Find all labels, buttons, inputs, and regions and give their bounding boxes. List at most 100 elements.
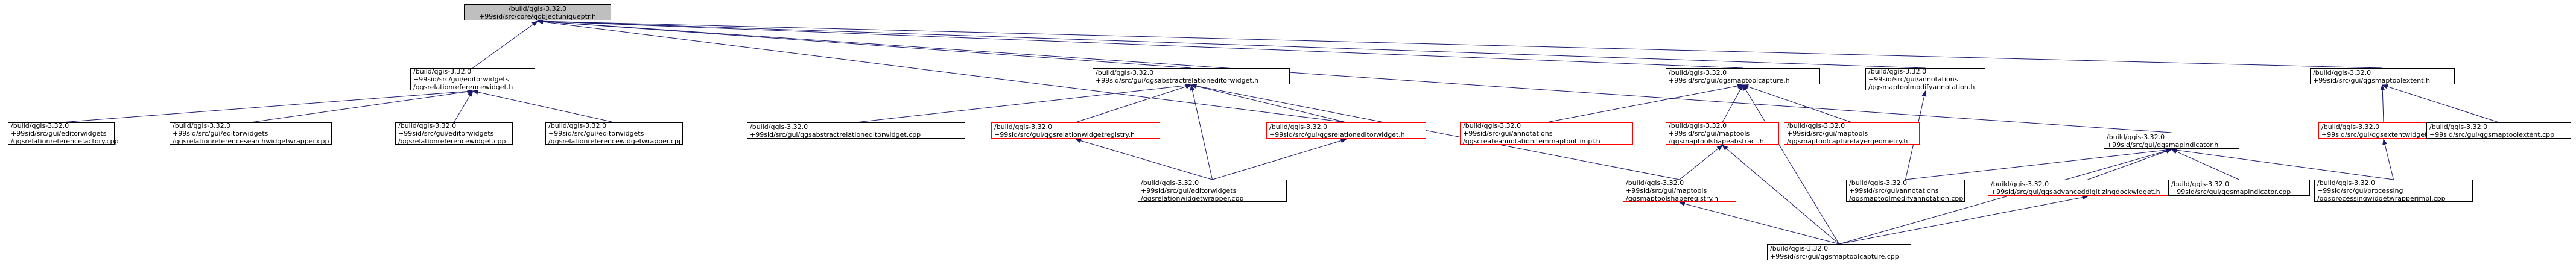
edge-mapind-h-to-root [537,19,2172,133]
graph-node-relwrap[interactable]: /build/qgis-3.32.0+99sid/src/gui/editorw… [1138,179,1287,202]
edge-capturecpp-to-mapind-h [1839,148,2172,245]
node-label-line: /qgsmaptoolshapeabstract.h [1669,137,1764,145]
graph-node-extentcpp[interactable]: /build/qgis-3.32.0+99sid/src/gui/qgsmapt… [2426,122,2571,139]
edge-relreg-to-absrel-h [1075,84,1192,123]
graph-node-advdig[interactable]: /build/qgis-3.32.0+99sid/src/gui/qgsadva… [1988,180,2187,196]
node-label-line: /qgsprocessingwidgetwrapperimpl.cpp [2317,195,2446,202]
graph-node-shapeabs[interactable]: /build/qgis-3.32.0+99sid/src/gui/maptool… [1666,122,1779,145]
edge-annot-h-to-root [537,19,1926,69]
node-label-line: +99sid/src/gui/annotations [1868,75,1958,83]
node-label-line: /build/qgis-3.32.0 [2107,133,2165,141]
edge-maptoolcap-h-to-root [537,19,1743,69]
edge-procwrap-to-extentwidget [2382,139,2394,180]
node-label-line: +99sid/src/gui/qgsextentwidget.h [2321,130,2434,139]
node-label-line: +99sid/src/gui/editorwidgets [1141,187,1237,195]
node-label-line: /build/qgis-3.32.0 [1669,122,1727,130]
node-label-line: /qgsrelationreferencewidget.h [413,83,513,91]
node-label-line: +99sid/src/gui/maptools [1787,130,1868,137]
node-label-line: /build/qgis-3.32.0 [1096,68,1154,77]
edge-capturecpp-to-maptoolcap-h [1742,84,1839,245]
node-label-line: /build/qgis-3.32.0 [11,122,69,130]
node-label-line: +99sid/src/gui/qgsmapindicator.h [2107,140,2219,149]
graph-node-procwrap[interactable]: /build/qgis-3.32.0+99sid/src/gui/process… [2314,179,2473,202]
graph-node-relsearch[interactable]: /build/qgis-3.32.0+99sid/src/gui/editorw… [170,122,332,145]
graph-node-relrefwrap[interactable]: /build/qgis-3.32.0+99sid/src/gui/editorw… [545,122,683,145]
edge-releditor-h-to-root [537,19,1347,123]
graph-node-mapind-h[interactable]: /build/qgis-3.32.0+99sid/src/gui/qgsmapi… [2104,133,2239,149]
graph-node-annot-h[interactable]: /build/qgis-3.32.0+99sid/src/gui/annotat… [1865,67,1985,91]
node-label-line: +99sid/src/gui/qgsadvanceddigitizingdock… [1991,187,2160,196]
graph-node-relreg[interactable]: /build/qgis-3.32.0+99sid/src/gui/qgsrela… [991,122,1160,139]
graph-node-relfactory[interactable]: /build/qgis-3.32.0+99sid/src/gui/editorw… [8,122,119,145]
node-label-line: +99sid/src/gui/editorwidgets [413,75,509,83]
node-label-line: /build/qgis-3.32.0 [2313,68,2371,77]
node-label-line: /build/qgis-3.32.0 [994,122,1053,131]
node-label-line: /build/qgis-3.32.0 [750,122,808,131]
node-label-line: /build/qgis-3.32.0 [413,67,472,75]
edge-relwrap-to-absrel-h [1190,84,1213,180]
node-label-line: +99sid/src/core/qobjectuniqueptr.h [479,12,596,20]
node-label-line: +99sid/src/gui/maptools [1669,130,1750,137]
graph-node-shapereg[interactable]: /build/qgis-3.32.0+99sid/src/gui/maptool… [1623,179,1736,202]
node-label-line: /qgsmaptoolmodifyannotation.cpp [1849,195,1964,202]
node-label-line: +99sid/src/gui/annotations [1463,130,1553,137]
node-label-line: /build/qgis-3.32.0 [1626,179,1684,187]
node-label-line: +99sid/src/gui/qgsrelationwidgetregistry… [994,130,1135,139]
edge-releditor-h-to-absrel-h [1190,84,1347,123]
node-label-line: +99sid/src/gui/qgsrelationeditorwidget.h [1269,130,1405,139]
graph-node-mapindcpp[interactable]: /build/qgis-3.32.0+99sid/src/gui/qgsmapi… [2168,180,2310,196]
graph-node-annotcpp[interactable]: /build/qgis-3.32.0+99sid/src/gui/annotat… [1846,179,1965,202]
node-label-line: /build/qgis-3.32.0 [1141,179,1199,187]
graph-node-absrelcpp[interactable]: /build/qgis-3.32.0+99sid/src/gui/qgsabst… [747,122,965,139]
edge-relfactory-to-relref-h [61,89,474,123]
edge-relwrap-to-relreg [1075,138,1213,180]
node-label-line: /qgscreateannotationitemmaptool_impl.h [1463,137,1600,145]
node-label-line: /build/qgis-3.32.0 [173,122,231,130]
graph-node-createannot[interactable]: /build/qgis-3.32.0+99sid/src/gui/annotat… [1460,122,1633,145]
edge-shapereg-to-absrel-h [1190,83,1680,180]
node-label-line: +99sid/src/gui/qgsabstractrelationeditor… [1096,76,1259,84]
node-label-line: /qgsrelationwidgetwrapper.cpp [1141,195,1244,202]
graph-node-relrefcpp[interactable]: /build/qgis-3.32.0+99sid/src/gui/editorw… [395,122,513,145]
node-label-line: +99sid/src/gui/maptools [1626,187,1707,195]
node-label-line: /qgsrelationreferencesearchwidgetwrapper… [173,137,329,145]
edge-absrel-h-to-root [537,19,1191,69]
graph-node-capturegeom[interactable]: /build/qgis-3.32.0+99sid/src/gui/maptool… [1784,122,1920,145]
edge-shapeabs-to-maptoolcap-h [1722,84,1743,123]
node-label-line: +99sid/src/gui/editorwidgets [11,130,107,137]
graph-node-relref-h[interactable]: /build/qgis-3.32.0+99sid/src/gui/editorw… [410,67,535,91]
graph-node-absrel-h[interactable]: /build/qgis-3.32.0+99sid/src/gui/qgsabst… [1093,68,1290,84]
edge-advdig-to-mapind-h [2087,149,2172,180]
node-label-line: +99sid/src/gui/qgsmaptoolcapture.h [1669,76,1790,84]
node-label-line: /qgsrelationreferencewidget.cpp [398,137,506,145]
graph-node-root[interactable]: /build/qgis-3.32.0+99sid/src/core/qobjec… [464,4,611,20]
node-label-line: /build/qgis-3.32.0 [1669,68,1727,77]
graph-node-maptoolcap-h[interactable]: /build/qgis-3.32.0+99sid/src/gui/qgsmapt… [1666,68,1820,84]
edge-capturecpp-to-shapeabs [1722,145,1839,245]
edge-procwrap-to-mapind-h [2171,148,2394,180]
graph-node-extent-h[interactable]: /build/qgis-3.32.0+99sid/src/gui/qgsmapt… [2310,68,2455,84]
node-label-line: /qgsrelationreferencefactory.cpp [11,137,119,145]
graph-node-capturecpp[interactable]: /build/qgis-3.32.0+99sid/src/gui/qgsmapt… [1767,244,1911,260]
edge-mapindcpp-to-mapind-h [2171,149,2239,180]
edge-absrelcpp-to-absrel-h [855,83,1192,123]
node-label-line: +99sid/src/gui/qgsabstractrelationeditor… [750,130,921,139]
node-label-line: +99sid/src/gui/processing [2317,187,2403,195]
node-label-line: /build/qgis-3.32.0 [2321,122,2380,131]
edge-extentcpp-to-extent-h [2382,84,2499,123]
node-label-line: /build/qgis-3.32.0 [1991,180,2049,188]
edge-relref-h-to-root [472,20,538,69]
edge-relrefcpp-to-relref-h [454,90,474,123]
node-label-line: /build/qgis-3.32.0 [1787,122,1845,130]
node-label-line: +99sid/src/gui/qgsmaptoolcapture.cpp [1770,252,1899,260]
node-label-line: /qgsmaptoolmodifyannotation.h [1868,83,1975,91]
node-label-line: /qgsmaptoolshaperegistry.h [1626,195,1718,202]
graph-node-releditor-h[interactable]: /build/qgis-3.32.0+99sid/src/gui/qgsrela… [1266,122,1426,139]
node-label-line: /build/qgis-3.32.0 [1269,122,1328,131]
edge-capturecpp-to-advdig [1839,195,2089,245]
node-label-line: /build/qgis-3.32.0 [2171,180,2230,188]
node-label-line: +99sid/src/gui/qgsmaptoolextent.h [2313,76,2431,84]
edge-capturecpp-to-shapereg [1679,201,1839,245]
